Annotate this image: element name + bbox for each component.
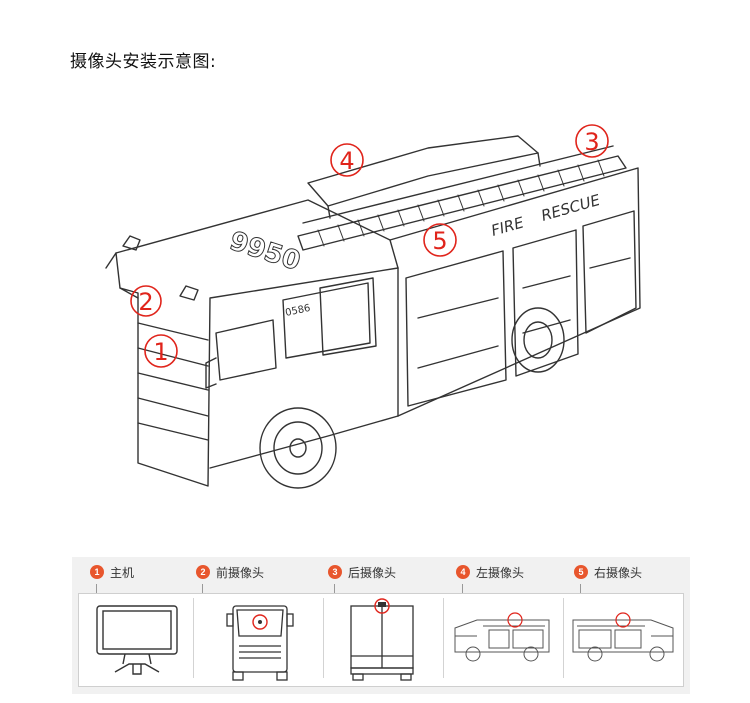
marker-4: 4 bbox=[339, 147, 354, 175]
legend-item-host: 1 主机 bbox=[90, 563, 134, 581]
legend-label: 左摄像头 bbox=[476, 565, 525, 580]
marker-3: 3 bbox=[584, 128, 599, 156]
fire-truck-diagram: 9950 FIRE RESCUE 0586 1 2 3 4 5 bbox=[105, 124, 641, 489]
legend-item-right-camera: 5 右摄像头 bbox=[574, 563, 642, 581]
marker-1: 1 bbox=[153, 338, 168, 366]
truck-side-lettering-rescue: RESCUE bbox=[539, 191, 602, 225]
divider bbox=[443, 598, 444, 678]
legend-label: 后摄像头 bbox=[348, 565, 397, 580]
legend-number-badge: 5 bbox=[574, 565, 588, 579]
legend-item-left-camera: 4 左摄像头 bbox=[456, 563, 524, 581]
divider bbox=[323, 598, 324, 678]
truck-side-lettering-fire: FIRE bbox=[489, 213, 526, 240]
truck-left-side-thumbnail bbox=[454, 612, 550, 662]
truck-front-thumbnail bbox=[226, 605, 294, 681]
legend-item-rear-camera: 3 后摄像头 bbox=[328, 563, 396, 581]
monitor-thumbnail bbox=[96, 605, 178, 675]
truck-right-side-thumbnail bbox=[572, 612, 674, 662]
legend-number-badge: 1 bbox=[90, 565, 104, 579]
divider bbox=[193, 598, 194, 678]
camera-legend-strip: 1 主机 2 前摄像头 3 后摄像头 4 左摄像头 5 右摄像头 bbox=[72, 557, 690, 694]
marker-5: 5 bbox=[432, 227, 447, 255]
truck-rear-thumbnail bbox=[350, 598, 414, 681]
legend-label: 主机 bbox=[110, 565, 135, 580]
marker-2: 2 bbox=[138, 288, 153, 316]
legend-label: 右摄像头 bbox=[594, 565, 643, 580]
page-caption: 摄像头安装示意图: bbox=[70, 52, 217, 72]
truck-cab-number: 0586 bbox=[284, 303, 311, 319]
legend-label: 前摄像头 bbox=[216, 565, 265, 580]
divider bbox=[563, 598, 564, 678]
legend-item-front-camera: 2 前摄像头 bbox=[196, 563, 264, 581]
truck-front-lettering: 9950 bbox=[226, 226, 304, 277]
legend-number-badge: 2 bbox=[196, 565, 210, 579]
legend-number-badge: 4 bbox=[456, 565, 470, 579]
legend-number-badge: 3 bbox=[328, 565, 342, 579]
legend-thumbnails-panel bbox=[78, 593, 684, 687]
